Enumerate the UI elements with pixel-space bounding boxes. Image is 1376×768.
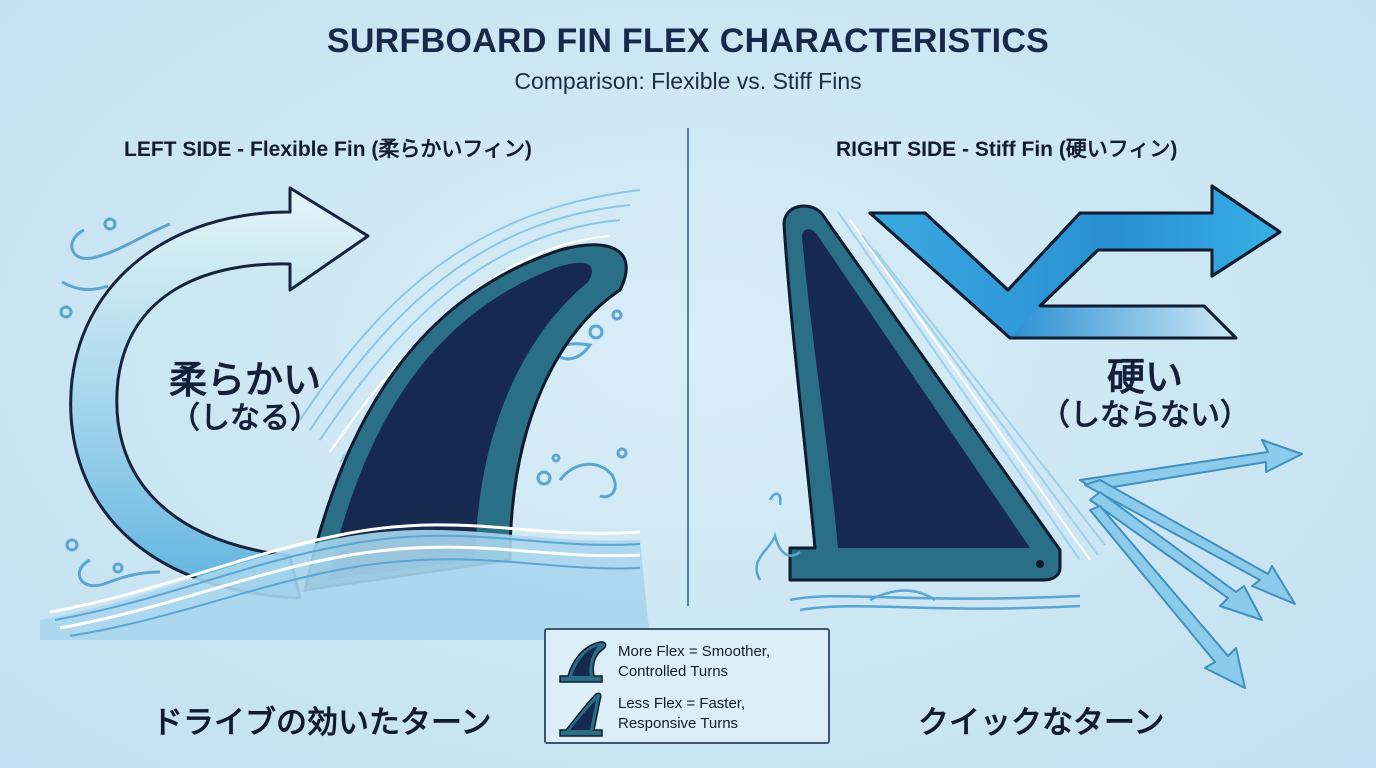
zigzag-quick-turn-arrow xyxy=(868,184,1282,340)
right-side-heading: RIGHT SIDE - Stiff Fin (硬いフィン) xyxy=(836,138,1178,161)
legend-item-flexible: More Flex = Smoother, Controlled Turns xyxy=(546,636,828,690)
page-subtitle: Comparison: Flexible vs. Stiff Fins xyxy=(514,68,862,94)
legend-item-stiff: Less Flex = Faster, Responsive Turns xyxy=(546,688,828,742)
legend-box: More Flex = Smoother, Controlled Turns L… xyxy=(544,628,830,744)
legend-line: Controlled Turns xyxy=(618,663,729,680)
center-divider xyxy=(687,128,689,606)
stiff-label-sub: （しならない） xyxy=(1040,397,1250,433)
splash-right xyxy=(755,492,1081,612)
waves-left xyxy=(40,523,650,640)
stiff-fin-icon xyxy=(559,692,603,737)
stiff-label-main: 硬い xyxy=(1106,355,1183,399)
stiff-fin xyxy=(782,204,1062,582)
flexible-fin-icon xyxy=(559,641,607,683)
stiff-label: 硬い （しならない） xyxy=(1020,355,1270,433)
burst-arrows xyxy=(1079,439,1303,689)
legend-text-flexible: More Flex = Smoother, Controlled Turns xyxy=(618,642,770,682)
page-title: SURFBOARD FIN FLEX CHARACTERISTICS xyxy=(326,22,1050,60)
left-side-heading: LEFT SIDE - Flexible Fin (柔らかいフィン) xyxy=(124,138,532,161)
left-caption: ドライブの効いたターン xyxy=(152,705,492,741)
legend-line: Responsive Turns xyxy=(618,715,739,732)
flexible-label: 柔らかい （しなる） xyxy=(130,358,360,436)
water-streaks-right xyxy=(837,211,1106,561)
flexible-label-main: 柔らかい xyxy=(168,358,321,402)
flexible-fin xyxy=(303,243,628,592)
legend-line: Less Flex = Faster, xyxy=(618,695,746,712)
flexible-label-sub: （しなる） xyxy=(170,400,320,436)
right-caption: クイックなターン xyxy=(918,705,1165,741)
legend-text-stiff: Less Flex = Faster, Responsive Turns xyxy=(618,694,745,734)
legend-line: More Flex = Smoother, xyxy=(618,643,771,660)
